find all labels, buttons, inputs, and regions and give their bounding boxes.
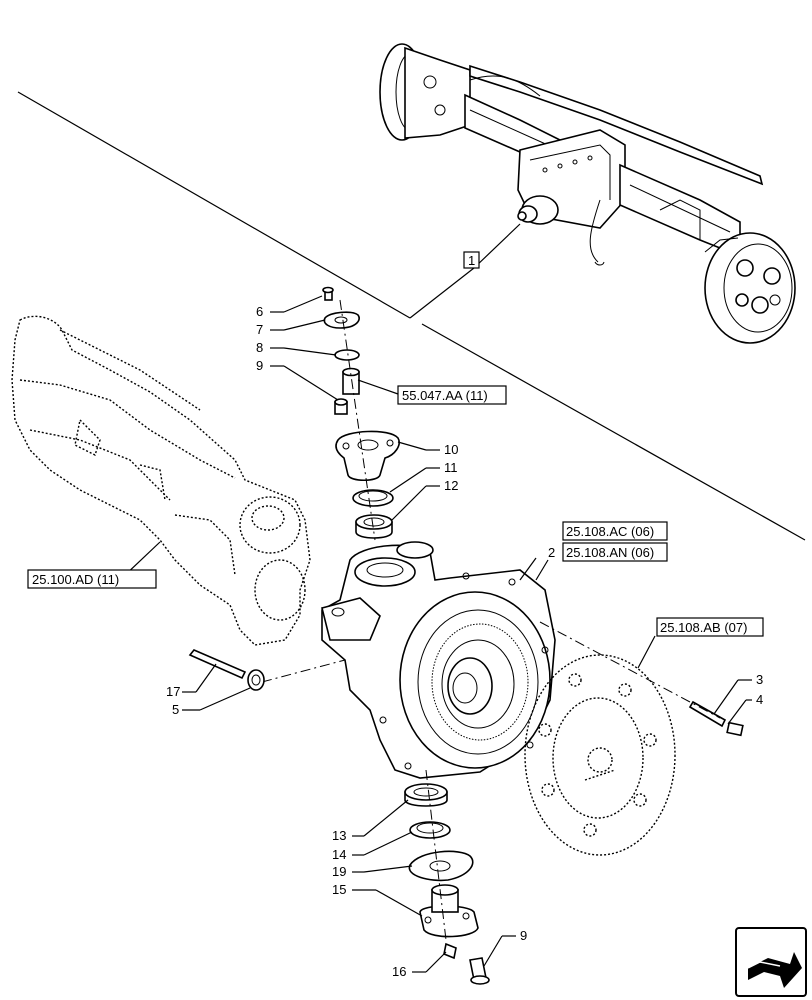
reference-hub-an: 25.108.AN (06) — [566, 545, 654, 560]
callout-label-6: 6 — [256, 304, 263, 319]
callout-label-11: 11 — [444, 460, 458, 475]
reference-box-axle — [27, 569, 157, 589]
king-pin-bushing — [342, 367, 360, 395]
part-14-seal-lower — [409, 821, 451, 839]
next-page-arrow-icon[interactable] — [735, 927, 807, 997]
part-6-bolt — [322, 286, 334, 301]
part-9-bolt-upper — [334, 398, 348, 415]
callout-label-13: 13 — [332, 828, 346, 843]
part-19-gasket — [408, 850, 474, 882]
part-7-plate — [323, 311, 360, 329]
reference-planetary: 25.108.AB (07) — [660, 620, 747, 635]
part-3-stud — [688, 700, 727, 728]
reference-hub-ac: 25.108.AC (06) — [566, 524, 654, 539]
callout-box-1 — [463, 251, 480, 269]
callout-label-9-lower: 9 — [520, 928, 527, 943]
callout-label-7: 7 — [256, 322, 263, 337]
part-2-hub-housing — [321, 541, 556, 779]
part-9-bolt-lower — [469, 957, 490, 985]
part-12-bearing — [355, 514, 393, 539]
callout-label-4: 4 — [756, 692, 763, 707]
section-divider — [17, 91, 806, 541]
planetary-carrier-ghost — [524, 654, 676, 856]
part-13-bearing-lower — [404, 783, 448, 807]
part-16-grease-fitting — [443, 942, 457, 960]
part-11-seal — [352, 489, 394, 507]
reference-box-hub-an — [562, 542, 668, 562]
part-15-lower-cap — [419, 884, 479, 938]
callout-label-17: 17 — [166, 684, 180, 699]
callout-label-19: 19 — [332, 864, 346, 879]
reference-box-planetary — [656, 617, 764, 637]
callout-label-16: 16 — [392, 964, 406, 979]
part-5-nut — [247, 669, 265, 691]
reference-axle: 25.100.AD (11) — [32, 572, 119, 587]
part-10-king-pin-cap — [335, 430, 400, 482]
callout-label-14: 14 — [332, 847, 346, 862]
callout-label-9-upper: 9 — [256, 358, 263, 373]
axle-assembly-overview — [379, 43, 796, 344]
axle-housing-ghost — [11, 315, 311, 646]
part-17-stud — [188, 649, 247, 680]
callout-label-8: 8 — [256, 340, 263, 355]
callout-label-2: 2 — [548, 545, 555, 560]
callout-label-1: 1 — [468, 253, 475, 268]
reference-box-seal — [397, 385, 507, 405]
callout-label-5: 5 — [172, 702, 179, 717]
part-8-oring — [334, 349, 360, 361]
callout-label-15: 15 — [332, 882, 346, 897]
callout-label-12: 12 — [444, 478, 458, 493]
reference-box-hub-ac — [562, 521, 668, 541]
callout-label-3: 3 — [756, 672, 763, 687]
reference-seal: 55.047.AA (11) — [402, 388, 488, 403]
callout-label-10: 10 — [444, 442, 458, 457]
part-4-pin — [726, 721, 744, 737]
